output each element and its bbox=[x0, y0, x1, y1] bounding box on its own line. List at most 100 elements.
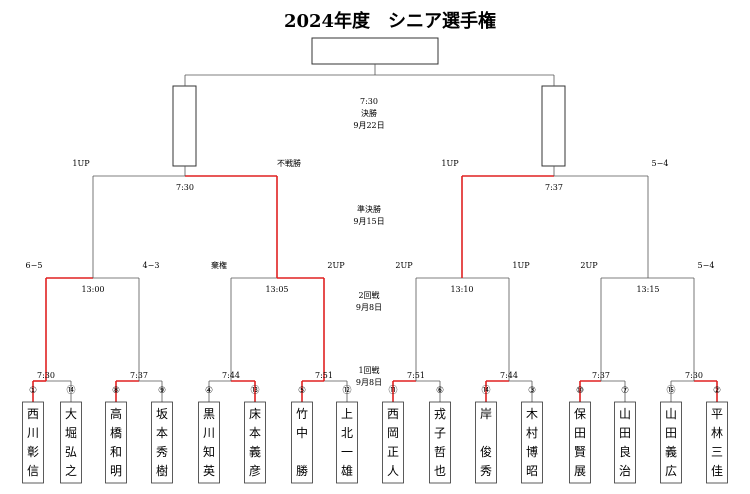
player-name-box bbox=[22, 401, 44, 484]
player-seed: ④ bbox=[205, 386, 213, 396]
r2-stage: 2回戦 bbox=[358, 290, 379, 300]
player-name-char: 英 bbox=[203, 464, 215, 478]
r2-left-result: 6−5 bbox=[26, 261, 43, 270]
player-seed: ⑮ bbox=[666, 385, 675, 396]
player-name-box bbox=[706, 401, 728, 484]
player-name-box bbox=[105, 401, 127, 484]
player-list: ①西川彰信⑭大堀弘之⑧高橋和明⑨坂本秀樹④黒川知英⑬床本義彦⑤竹中勝⑫上北一雄⑪… bbox=[22, 385, 728, 484]
player-name-box bbox=[291, 401, 313, 484]
r1-match-time: 7:37 bbox=[130, 371, 148, 380]
player-seed: ① bbox=[29, 386, 37, 396]
player-name-char: 山 bbox=[665, 407, 677, 421]
player-name-char: 川 bbox=[203, 426, 215, 440]
semi-right-result: 不戦勝 bbox=[277, 158, 301, 168]
player-seed: ⑥ bbox=[436, 386, 444, 396]
player-name-box bbox=[569, 401, 591, 484]
player-name-char: 治 bbox=[619, 464, 631, 478]
player-name-box bbox=[614, 401, 636, 484]
player-seed: ⑧ bbox=[112, 386, 120, 396]
r2-left-result: 2UP bbox=[395, 261, 413, 270]
player-name-box bbox=[382, 401, 404, 484]
r1-stage: 1回戦 bbox=[358, 365, 379, 375]
player-name-char: 昭 bbox=[526, 464, 538, 478]
player-seed: ⑬ bbox=[250, 385, 259, 396]
player-name-char: 信 bbox=[27, 464, 39, 478]
player-name-char: 北 bbox=[341, 426, 353, 440]
player-name-char: 広 bbox=[665, 464, 677, 478]
player-name-char: 賢 bbox=[574, 445, 586, 459]
player-name-char: 高 bbox=[110, 406, 122, 421]
player-name-char: 橋 bbox=[110, 426, 122, 440]
player-name-char: 堀 bbox=[65, 425, 77, 440]
player-name-box bbox=[475, 401, 497, 484]
r2-right-result: 2UP bbox=[327, 261, 345, 270]
player-name-char: 田 bbox=[619, 426, 631, 440]
player-seed: ⑭ bbox=[481, 385, 490, 396]
player-name-char: 本 bbox=[249, 426, 261, 440]
player-name-char: 本 bbox=[156, 426, 168, 440]
player-name-char: 三 bbox=[711, 445, 723, 459]
r1-match-time: 7:44 bbox=[500, 371, 518, 380]
player-name-char: 保 bbox=[574, 407, 586, 421]
player-name-char: 竹 bbox=[296, 407, 308, 421]
player-name-char: 佳 bbox=[711, 464, 723, 478]
player-seed: ③ bbox=[528, 386, 536, 396]
player-seed: ⑦ bbox=[621, 386, 629, 396]
final-date: 9月22日 bbox=[353, 121, 384, 130]
player-name-char: 雄 bbox=[341, 463, 353, 478]
player-seed: ⑨ bbox=[158, 386, 166, 396]
r2-left-result: 棄権 bbox=[211, 260, 227, 270]
player-name-char: 和 bbox=[110, 445, 122, 459]
player-name-char: 弘 bbox=[65, 445, 77, 459]
player-name-char: 一 bbox=[341, 445, 353, 459]
player-name-char: 黒 bbox=[203, 407, 215, 421]
player-seed: ⑤ bbox=[298, 386, 306, 396]
player-name-char: 林 bbox=[711, 426, 723, 440]
player-seed: ⑭ bbox=[66, 385, 75, 396]
player-name-char: 秀 bbox=[480, 464, 492, 478]
semi-right-result: 5−4 bbox=[652, 159, 669, 168]
final-time: 7:30 bbox=[360, 97, 378, 106]
r2-right-result: 1UP bbox=[512, 261, 530, 270]
player-name-box bbox=[336, 401, 358, 484]
player-name-char: 川 bbox=[27, 426, 39, 440]
page-title: 2024年度 シニア選手権 bbox=[284, 10, 496, 32]
player-name-char: 彰 bbox=[27, 444, 39, 459]
player-name-char: 坂 bbox=[156, 407, 168, 421]
player-name-char: 戎 bbox=[434, 407, 446, 421]
player-name-char: 秀 bbox=[156, 445, 168, 459]
player-name-char: 西 bbox=[27, 407, 39, 421]
player-name-char: 良 bbox=[619, 444, 631, 459]
r1-match-time: 7:37 bbox=[592, 371, 610, 380]
player-name-char: 岡 bbox=[387, 426, 399, 440]
player-name-char: 也 bbox=[434, 464, 446, 478]
player-name-char: 西 bbox=[387, 407, 399, 421]
player-name-char: 子 bbox=[434, 426, 446, 440]
r1-match-time: 7:30 bbox=[685, 371, 703, 380]
finalist-box-left bbox=[172, 85, 197, 167]
player-name-char: 義 bbox=[249, 444, 261, 459]
player-name-char: 中 bbox=[296, 425, 308, 440]
player-name-char: 彦 bbox=[249, 463, 261, 478]
semi-left-result: 1UP bbox=[72, 159, 90, 168]
player-name-box bbox=[521, 401, 543, 484]
player-name-box bbox=[198, 401, 220, 484]
r1-match-time: 7:51 bbox=[315, 371, 333, 380]
player-name-box bbox=[151, 401, 173, 484]
semi-left-result: 1UP bbox=[441, 159, 459, 168]
r2-right-result: 5−4 bbox=[698, 261, 715, 270]
r2-match-time: 13:05 bbox=[265, 285, 288, 294]
player-name-char: 岸 bbox=[480, 407, 492, 421]
